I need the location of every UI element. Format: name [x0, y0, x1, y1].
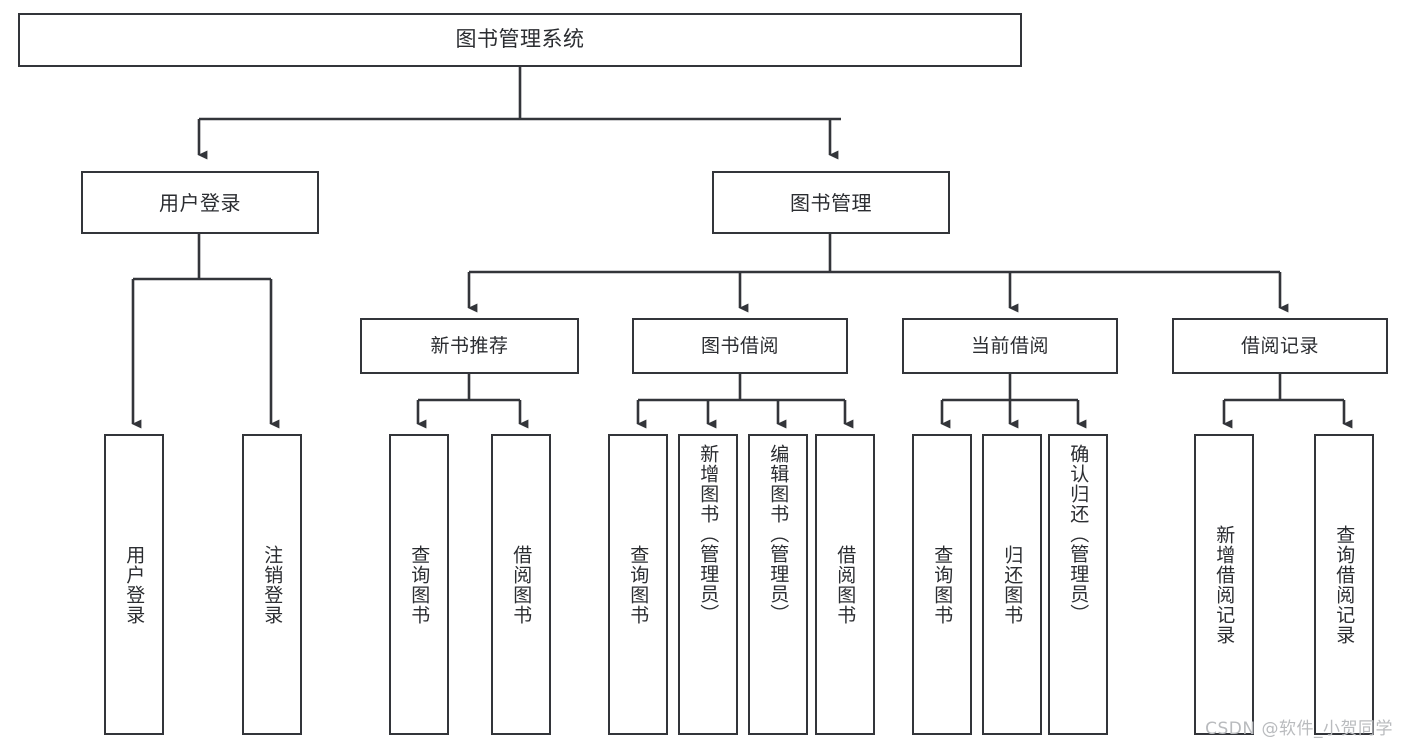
- node-book-borrow[interactable]: 图书借阅: [632, 318, 848, 374]
- node-label: 注销登录: [261, 544, 284, 625]
- leaf-query-book-current[interactable]: 查询图书: [912, 434, 972, 735]
- leaf-return-book[interactable]: 归还图书: [982, 434, 1042, 735]
- node-label: 当前借阅: [970, 334, 1049, 357]
- leaf-query-borrow-record[interactable]: 查询借阅记录: [1314, 434, 1374, 735]
- leaf-add-borrow-record[interactable]: 新增借阅记录: [1194, 434, 1254, 735]
- node-label: 新增图书（管理员）: [697, 444, 720, 624]
- node-label: 借阅图书: [834, 544, 857, 625]
- leaf-query-book-borrow[interactable]: 查询图书: [608, 434, 668, 735]
- node-label: 归还图书: [1001, 544, 1024, 625]
- node-new-book-recommend[interactable]: 新书推荐: [360, 318, 579, 374]
- node-label: 新增借阅记录: [1213, 524, 1236, 645]
- node-label: 借阅记录: [1240, 334, 1319, 357]
- node-label: 查询图书: [627, 544, 650, 625]
- node-label: 图书管理系统: [455, 27, 585, 52]
- node-borrow-record[interactable]: 借阅记录: [1172, 318, 1388, 374]
- node-book-management[interactable]: 图书管理: [712, 171, 950, 234]
- node-user-login[interactable]: 用户登录: [81, 171, 319, 234]
- node-current-borrow[interactable]: 当前借阅: [902, 318, 1118, 374]
- node-label: 查询图书: [931, 544, 954, 625]
- node-label: 图书借阅: [700, 334, 779, 357]
- leaf-query-book-recommend[interactable]: 查询图书: [389, 434, 449, 735]
- leaf-borrow-book-recommend[interactable]: 借阅图书: [491, 434, 551, 735]
- leaf-edit-book-admin[interactable]: 编辑图书（管理员）: [748, 434, 808, 735]
- node-label: 查询借阅记录: [1333, 524, 1356, 645]
- node-label: 查询图书: [408, 544, 431, 625]
- watermark: CSDN @软件_小贺同学: [1205, 719, 1393, 739]
- node-label: 新书推荐: [430, 334, 509, 357]
- node-label: 用户登录: [159, 190, 241, 215]
- node-label: 编辑图书（管理员）: [767, 444, 790, 624]
- leaf-confirm-return-admin[interactable]: 确认归还（管理员）: [1048, 434, 1108, 735]
- leaf-add-book-admin[interactable]: 新增图书（管理员）: [678, 434, 738, 735]
- leaf-user-login[interactable]: 用户登录: [104, 434, 164, 735]
- node-label: 图书管理: [790, 190, 872, 215]
- node-root-book-management-system[interactable]: 图书管理系统: [18, 13, 1022, 67]
- node-label: 借阅图书: [510, 544, 533, 625]
- node-label: 用户登录: [123, 544, 146, 625]
- leaf-borrow-book-borrow[interactable]: 借阅图书: [815, 434, 875, 735]
- node-label: 确认归还（管理员）: [1067, 444, 1090, 624]
- leaf-user-logout[interactable]: 注销登录: [242, 434, 302, 735]
